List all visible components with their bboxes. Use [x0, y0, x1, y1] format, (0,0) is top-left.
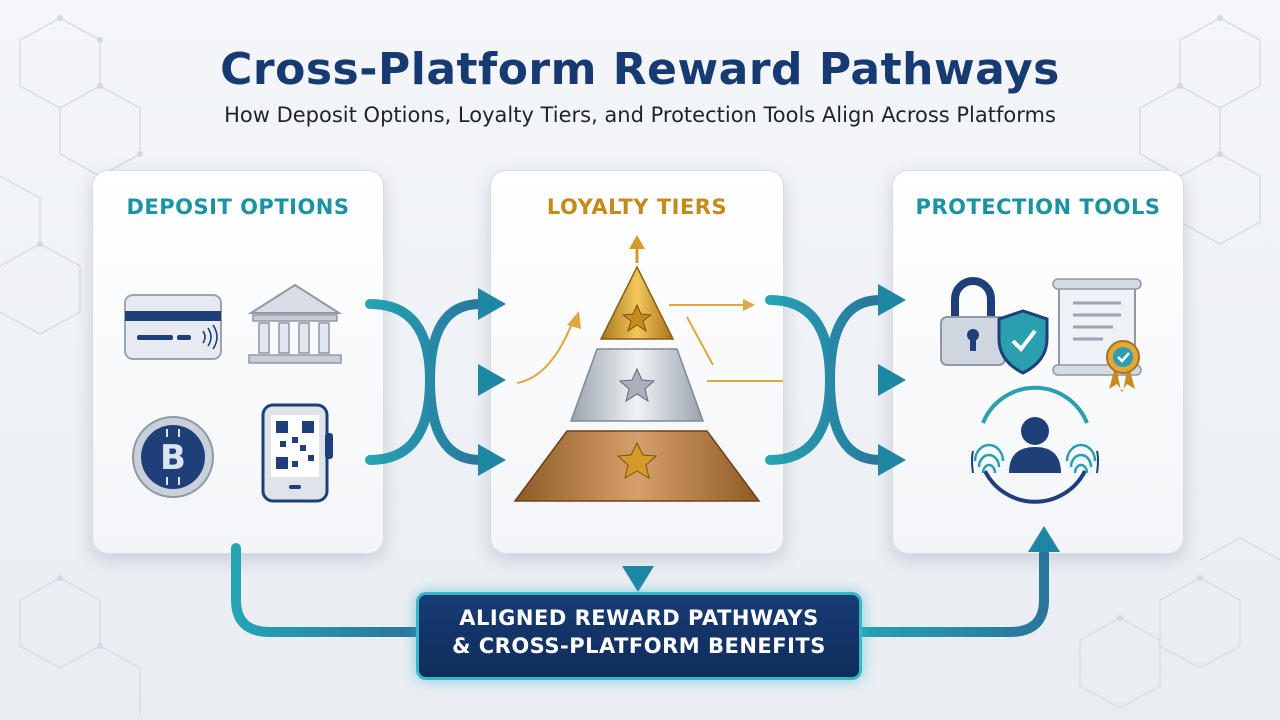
loyalty-tiers-title: LOYALTY TIERS — [546, 195, 728, 219]
biometric-user-icon — [971, 385, 1099, 504]
page-title: Cross-Platform Reward Pathways — [220, 44, 1060, 95]
protection-tools-panel: PROTECTION TOOLS — [892, 170, 1184, 554]
loyalty-tiers-panel: LOYALTY TIERS — [490, 170, 784, 554]
deposit-options-title: DEPOSIT OPTIONS — [126, 195, 350, 219]
mobile-wallet-qr-icon — [261, 403, 333, 503]
arrow-head — [478, 288, 506, 320]
banner-line-1: ALIGNED REWARD PATHWAYS — [459, 606, 819, 630]
padlock-shield-icon — [940, 277, 1049, 375]
certificate-icon — [1052, 278, 1142, 392]
deposit-options-panel: DEPOSIT OPTIONS B — [92, 170, 384, 554]
aligned-rewards-banner: ALIGNED REWARD PATHWAYS & CROSS-PLATFORM… — [416, 592, 862, 680]
page-subtitle: How Deposit Options, Loyalty Tiers, and … — [224, 103, 1056, 127]
tier-pyramid — [513, 235, 783, 502]
silver-tier — [569, 348, 705, 422]
credit-card-icon — [124, 294, 222, 360]
banner-line-2: & CROSS-PLATFORM BENEFITS — [452, 634, 826, 658]
protection-tools-title: PROTECTION TOOLS — [915, 195, 1161, 219]
deposit-icons: B — [124, 283, 343, 503]
gold-tier — [599, 265, 675, 340]
bank-icon — [247, 283, 343, 364]
protection-icons — [940, 277, 1142, 504]
bronze-tier — [513, 430, 761, 502]
bitcoin-icon: B — [132, 416, 214, 498]
svg-text:B: B — [160, 438, 186, 478]
